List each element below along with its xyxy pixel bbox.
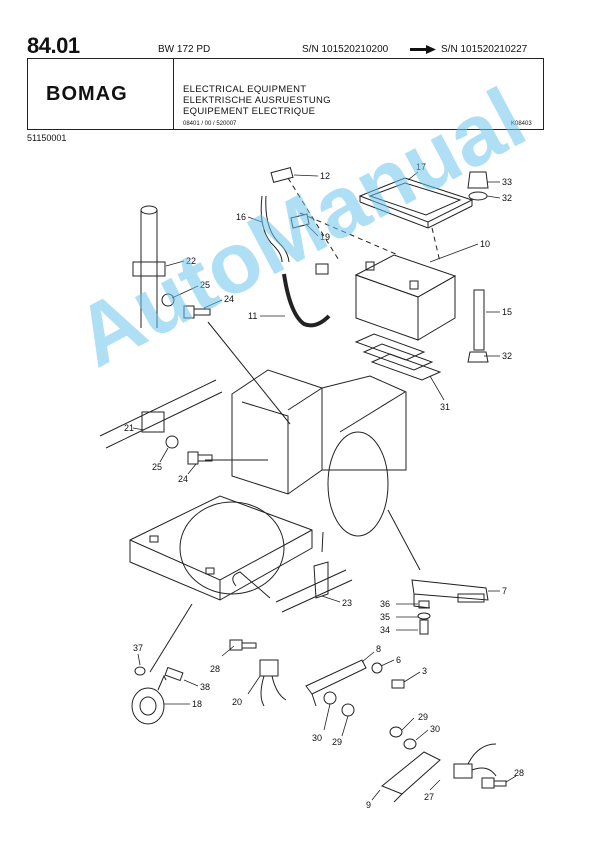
callout-label: 25 — [152, 462, 162, 472]
bolt — [183, 305, 211, 319]
callout-label: 7 — [502, 586, 507, 596]
callout-label: 24 — [178, 474, 188, 484]
cable-terminal — [315, 263, 329, 275]
callout-label: 27 — [424, 792, 434, 802]
title-divider — [173, 59, 174, 129]
title-english: ELECTRICAL EQUIPMENT — [183, 84, 307, 95]
terminal-clamp — [270, 166, 310, 229]
bolt — [391, 679, 405, 689]
mounting-pipe — [132, 205, 166, 328]
battery-cable — [265, 195, 290, 263]
document-code: 08401 / 00 / 520007 — [183, 121, 237, 127]
callout-label: 24 — [224, 294, 234, 304]
callout-label: 31 — [440, 402, 450, 412]
callout-label: 10 — [480, 239, 490, 249]
title-french: EQUIPEMENT ELECTRIQUE — [183, 106, 316, 117]
battery — [354, 254, 457, 341]
callout-label: 32 — [502, 193, 512, 203]
washer — [371, 662, 383, 674]
part-number: 51150001 — [27, 133, 67, 143]
callout-label: 23 — [342, 598, 352, 608]
callout-label: 8 — [376, 644, 381, 654]
callout-labels: 12 17 33 32 16 19 10 22 25 24 11 15 32 3… — [124, 162, 524, 810]
figure-code: K08403 — [511, 121, 532, 127]
model-label: BW 172 PD — [158, 44, 211, 55]
callout-label: 11 — [248, 311, 257, 321]
callout-label: 16 — [236, 212, 246, 222]
washer — [161, 293, 175, 307]
battery-cable — [260, 195, 283, 263]
serial-from: S/N 101520210200 — [302, 44, 389, 55]
ground-cable — [282, 273, 331, 328]
callout-label: 20 — [232, 697, 242, 707]
callout-label: 9 — [366, 800, 371, 810]
fastener-stack — [417, 600, 431, 635]
assembly-lines — [287, 177, 441, 263]
callout-label: 34 — [380, 625, 390, 635]
callout-label: 37 — [133, 643, 143, 653]
callout-label: 29 — [418, 712, 428, 722]
battery-tray — [358, 177, 474, 229]
bracket — [411, 579, 489, 609]
callout-label: 36 — [380, 599, 390, 609]
callout-label: 6 — [396, 655, 401, 665]
callout-label: 12 — [320, 171, 330, 181]
bomag-logo: BOMAG — [46, 83, 128, 105]
nut — [341, 703, 355, 717]
callout-label: 30 — [312, 733, 322, 743]
callout-label: 33 — [502, 177, 512, 187]
callout-label: 25 — [200, 280, 210, 290]
serial-to: S/N 101520210227 — [441, 44, 528, 55]
callout-label: 15 — [502, 307, 512, 317]
callout-label: 22 — [186, 256, 196, 266]
callout-label: 19 — [320, 232, 330, 242]
rail-pipe — [99, 379, 223, 449]
bolt — [187, 451, 213, 465]
nut — [323, 691, 337, 705]
horn — [131, 666, 184, 725]
title-block: BOMAG ELECTRICAL EQUIPMENT ELEKTRISCHE A… — [27, 58, 544, 130]
callout-label: 32 — [502, 351, 512, 361]
callout-label: 3 — [422, 666, 427, 676]
callout-label: 38 — [200, 682, 210, 692]
title-german: ELEKTRISCHE AUSRUESTUNG — [183, 95, 331, 106]
nut — [389, 726, 403, 738]
callout-leaders — [132, 171, 517, 801]
leader-lines — [149, 321, 421, 673]
callout-label: 28 — [514, 768, 524, 778]
battery-pads — [354, 333, 442, 381]
mount-bracket — [305, 659, 367, 707]
nut — [403, 738, 417, 750]
callout-label: 28 — [210, 664, 220, 674]
threaded-stud — [467, 171, 489, 363]
callout-label: 35 — [380, 612, 390, 622]
roller-machine — [129, 369, 407, 601]
callout-label: 21 — [124, 423, 134, 433]
callout-label: 29 — [332, 737, 342, 747]
cross-rail — [275, 561, 353, 613]
callout-label: 18 — [192, 699, 202, 709]
relay — [229, 639, 287, 707]
page-number: 84.01 — [27, 33, 80, 58]
relay-bracket — [381, 743, 507, 803]
callout-label: 30 — [430, 724, 440, 734]
callout-label: 17 — [416, 162, 426, 172]
washer — [165, 435, 179, 449]
arrow-right-icon — [410, 45, 436, 54]
